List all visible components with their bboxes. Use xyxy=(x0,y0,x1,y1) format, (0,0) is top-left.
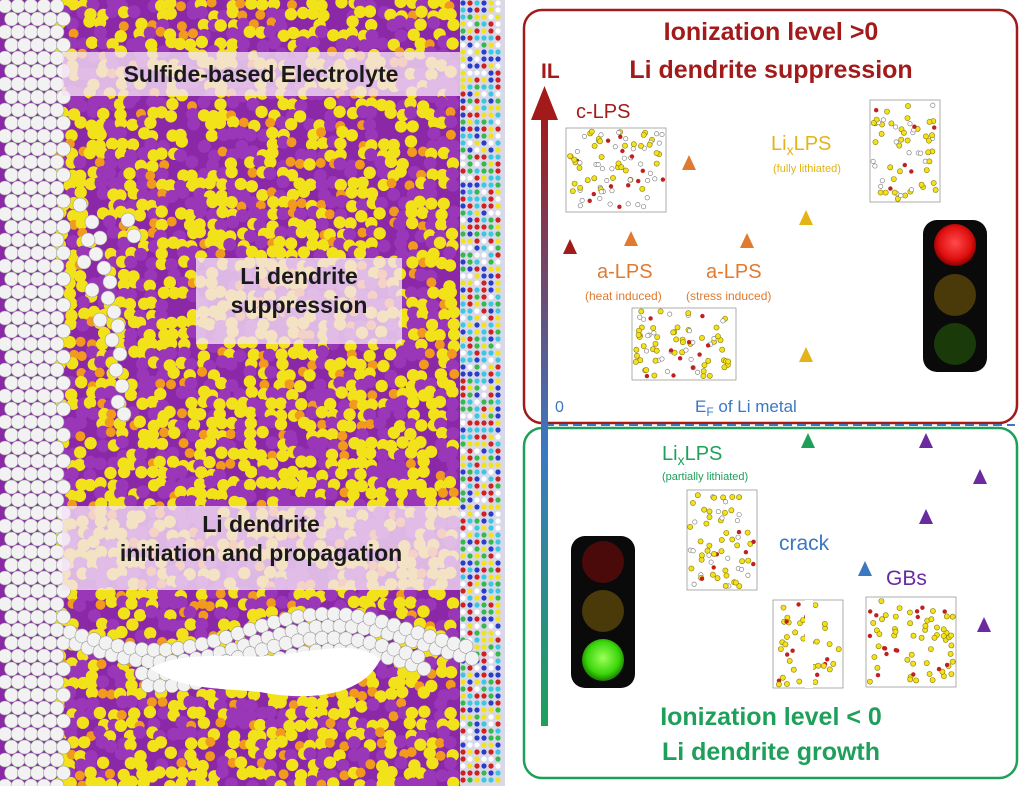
traffic-light-green xyxy=(571,536,635,688)
label-lixlps-part-x: x xyxy=(678,452,685,468)
traffic-light-red xyxy=(923,220,987,372)
bottom-title-line1: Ionization level < 0 xyxy=(660,703,882,731)
note-stress-induced: (stress induced) xyxy=(686,289,771,303)
label-suppression-line1: Li dendrite xyxy=(240,263,358,289)
marker-gbs-4 xyxy=(977,617,991,632)
label-sulfide-electrolyte: Sulfide-based Electrolyte xyxy=(62,52,460,96)
top-title-line1: Ionization level >0 xyxy=(664,18,879,46)
structure-a-lps xyxy=(631,307,737,381)
label-lixlps-part-li: Li xyxy=(662,443,678,465)
label-lixlps-full-li: Li xyxy=(771,133,787,155)
traffic-light-green-lamp-on xyxy=(582,639,624,681)
label-li-dendrite-initiation: Li dendrite initiation and propagation xyxy=(62,506,460,590)
marker-c-lps xyxy=(563,239,577,254)
structure-lixlps-partial xyxy=(686,489,758,591)
top-title-line2: Li dendrite suppression xyxy=(629,56,912,84)
label-initiation-line1: Li dendrite xyxy=(202,511,320,537)
label-c-lps: c-LPS xyxy=(576,101,630,123)
ionization-level-schematic: Ionization level >0 Li dendrite suppress… xyxy=(522,8,1019,780)
traffic-light-red-lamp-on xyxy=(934,224,976,266)
fermi-label-sub: F xyxy=(706,405,713,419)
label-lixlps-part-lps: LPS xyxy=(685,443,723,465)
label-crack: crack xyxy=(779,532,830,555)
marker-gbs-2 xyxy=(973,469,987,484)
traffic-light-red-lamp-amber xyxy=(934,274,976,316)
marker-green-fermi xyxy=(801,433,815,448)
marker-gold-upper xyxy=(799,210,813,225)
fermi-label: EF of Li metal xyxy=(695,397,797,419)
marker-gbs-1 xyxy=(919,433,933,448)
il-axis-shaft xyxy=(541,112,548,726)
il-axis-label: IL xyxy=(541,60,560,83)
structure-lixlps-full xyxy=(869,99,941,203)
simulation-snapshot: Sulfide-based Electrolyte Li dendrite su… xyxy=(0,0,505,786)
label-suppression-line2: suppression xyxy=(230,291,368,318)
traffic-light-red-lamp-green xyxy=(934,323,976,365)
fermi-label-rest: of Li metal xyxy=(714,397,797,416)
marker-gold-lower xyxy=(799,347,813,362)
label-initiation-line2: initiation and propagation xyxy=(119,539,403,566)
marker-orange-upper xyxy=(682,155,696,170)
il-axis-arrowhead xyxy=(531,86,558,120)
label-gbs: GBs xyxy=(886,567,927,590)
bottom-title-line2: Li dendrite growth xyxy=(662,738,880,766)
box-negative-il xyxy=(522,426,1019,780)
atom-field xyxy=(0,0,505,786)
note-partially-lithiated: (partially lithiated) xyxy=(662,471,748,483)
structure-crack xyxy=(772,599,844,689)
traffic-light-green-lamp-amber xyxy=(582,590,624,632)
note-heat-induced: (heat induced) xyxy=(585,289,662,303)
label-a-lps-heat: a-LPS xyxy=(597,261,653,283)
label-sulfide-electrolyte-text: Sulfide-based Electrolyte xyxy=(123,61,399,87)
label-li-dendrite-suppression: Li dendrite suppression xyxy=(196,258,402,344)
label-lixlps-full-lps: LPS xyxy=(794,133,832,155)
label-lixlps-full: LixLPS xyxy=(771,133,831,158)
marker-a-lps-heat xyxy=(624,231,638,246)
marker-gbs-3 xyxy=(919,509,933,524)
fermi-label-e: E xyxy=(695,397,706,416)
traffic-light-green-lamp-red xyxy=(582,541,624,583)
zero-label: 0 xyxy=(555,399,564,416)
label-lixlps-full-x: x xyxy=(787,142,794,158)
label-a-lps-stress: a-LPS xyxy=(706,261,762,283)
note-fully-lithiated: (fully lithiated) xyxy=(773,163,841,175)
label-lixlps-partial: LixLPS xyxy=(662,443,722,468)
structure-c-lps xyxy=(565,127,667,213)
marker-a-lps-stress xyxy=(740,233,754,248)
marker-crack xyxy=(858,561,872,576)
structure-gbs xyxy=(865,596,957,688)
